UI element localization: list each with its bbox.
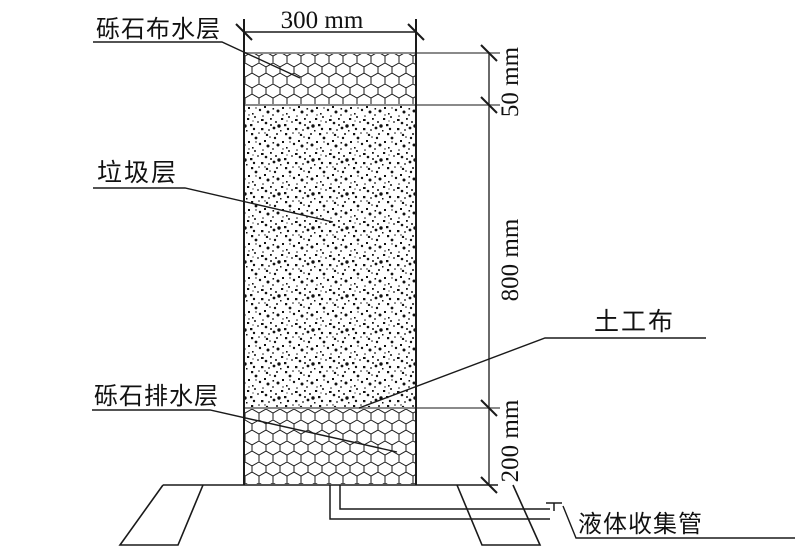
label-gravel-drainage-layer: 砾石排水层 xyxy=(94,383,219,410)
leader-geotextile xyxy=(358,337,706,409)
right-leg xyxy=(456,484,542,546)
leader-gravel-drainage xyxy=(92,409,398,453)
width-tick-right xyxy=(407,23,425,41)
layer-boundary-lines xyxy=(244,52,500,409)
tick-50mm-top xyxy=(480,44,498,62)
label-waste-layer: 垃圾层 xyxy=(97,159,178,187)
dimension-distribution-layer: 50 mm xyxy=(497,46,524,117)
tick-800mm-bottom xyxy=(480,399,498,417)
width-tick-left xyxy=(235,23,253,41)
leader-lines xyxy=(92,41,795,539)
gravel-distribution-layer-hatch xyxy=(245,53,415,105)
pipe-inner-wall xyxy=(339,485,550,510)
left-leg xyxy=(118,484,204,546)
height-dimension-ticks xyxy=(480,44,498,494)
column-walls xyxy=(243,19,417,485)
tick-200mm-bottom xyxy=(480,476,498,494)
tick-50mm-bottom xyxy=(480,96,498,114)
dimension-waste-layer: 800 mm xyxy=(497,218,524,301)
text-labels: 砾石布水层 垃圾层 砾石排水层 土工布 液体收集管 xyxy=(94,16,703,538)
leader-waste xyxy=(93,187,334,223)
waste-layer-hatch xyxy=(245,105,415,408)
pipe-outer-wall xyxy=(329,485,550,520)
column-layers xyxy=(245,53,415,484)
label-liquid-collection-pipe: 液体收集管 xyxy=(578,511,703,538)
gravel-drainage-layer-hatch xyxy=(245,408,415,484)
dimension-column-width: 300 mm xyxy=(281,7,364,34)
leader-gravel-distribution xyxy=(93,41,301,79)
label-gravel-distribution-layer: 砾石布水层 xyxy=(96,16,221,43)
dimension-drainage-layer: 200 mm xyxy=(497,399,524,482)
label-geotextile: 土工布 xyxy=(594,308,675,336)
leader-collection-pipe xyxy=(562,505,795,539)
dimensions: 300 mm 50 mm 800 mm 200 mm xyxy=(235,7,524,494)
liquid-collection-pipe xyxy=(329,485,562,520)
